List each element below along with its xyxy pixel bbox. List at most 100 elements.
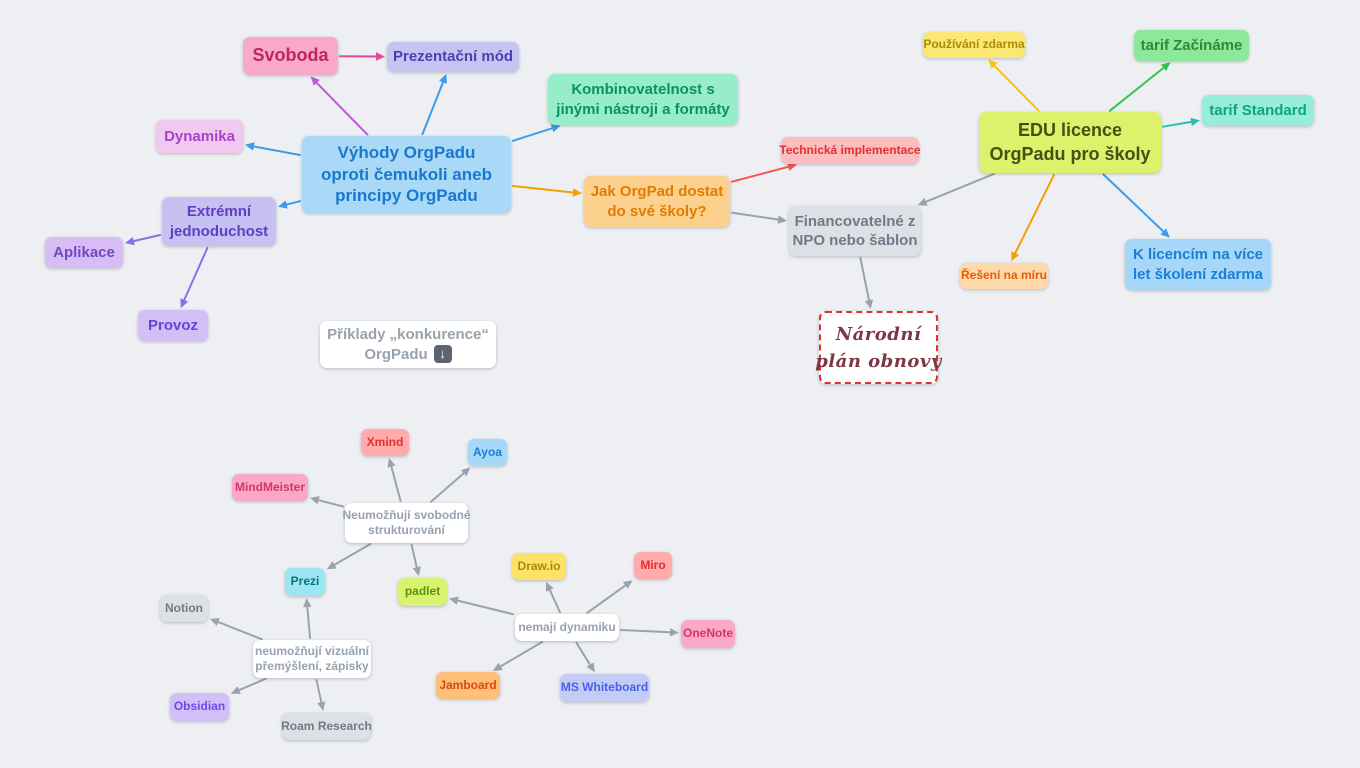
- node-label: plán obnovy: [815, 350, 942, 372]
- node-label: do své školy?: [607, 202, 707, 220]
- edge-neumoznuji-svobodne-mindmeister: [317, 499, 345, 508]
- node-roam-research[interactable]: Roam Research: [281, 713, 372, 740]
- edge-edu-licence-k-licencim: [1102, 173, 1165, 233]
- node-jamboard[interactable]: Jamboard: [436, 672, 500, 699]
- arrowhead-neumoznuji-svobodne-prezi: [326, 561, 337, 570]
- node-svoboda[interactable]: Svoboda: [243, 37, 338, 75]
- edge-nemaji-dynamiku-ms-whiteboard: [575, 641, 591, 666]
- arrowhead-edu-licence-pouzivani-zdarma: [988, 59, 998, 69]
- node-tarif-standard[interactable]: tarif Standard: [1202, 95, 1314, 126]
- node-label: Obsidian: [173, 699, 226, 714]
- arrowhead-neumoznuji-svobodne-padlet: [412, 566, 421, 577]
- node-label: MS Whiteboard: [560, 680, 649, 695]
- arrowhead-neumoznuji-vizualni-prezi: [303, 598, 312, 608]
- edge-financovatelne-narodni-plan: [859, 257, 870, 302]
- edge-neumoznuji-svobodne-xmind: [390, 465, 402, 503]
- edge-neumoznuji-vizualni-obsidian: [238, 677, 267, 692]
- arrowhead-edu-licence-financovatelne: [917, 197, 928, 206]
- node-label: Extrémní: [186, 203, 252, 221]
- node-ms-whiteboard[interactable]: MS Whiteboard: [560, 674, 649, 702]
- node-notion[interactable]: Notion: [160, 595, 208, 622]
- node-miro[interactable]: Miro: [634, 552, 672, 579]
- node-nemaji-dynamiku[interactable]: nemají dynamiku: [515, 614, 619, 641]
- edge-edu-licence-financovatelne: [924, 172, 996, 203]
- node-label: Jamboard: [439, 677, 497, 692]
- node-tarif-zaciname[interactable]: tarif Začínáme: [1134, 30, 1249, 61]
- arrowhead-vyhody-svoboda: [310, 76, 320, 86]
- download-icon: ↓: [433, 345, 452, 364]
- node-label: Draw.io: [517, 558, 561, 573]
- arrowhead-edu-licence-k-licencim: [1160, 228, 1170, 238]
- node-technicka-implementace[interactable]: Technická implementace: [779, 137, 921, 164]
- node-label: Jak OrgPad dostat: [590, 183, 724, 201]
- node-label: Provoz: [147, 316, 198, 334]
- node-onenote[interactable]: OneNote: [681, 620, 735, 648]
- node-ayoa[interactable]: Ayoa: [468, 439, 507, 466]
- node-label: MindMeister: [234, 479, 305, 494]
- edge-neumoznuji-vizualni-prezi: [306, 606, 312, 639]
- node-obsidian[interactable]: Obsidian: [170, 693, 229, 721]
- node-drawio[interactable]: Draw.io: [512, 553, 566, 580]
- arrowhead-nemaji-dynamiku-jamboard: [492, 662, 503, 671]
- edge-edu-licence-reseni-na-miru: [1014, 173, 1055, 255]
- edge-vyhody-prezentacni-mod: [421, 81, 444, 136]
- node-label: principy OrgPadu: [335, 186, 478, 206]
- node-label: Miro: [640, 557, 666, 572]
- node-label: Technická implementace: [779, 142, 921, 157]
- edge-neumoznuji-vizualni-roam-research: [315, 679, 323, 704]
- arrowhead-neumoznuji-vizualni-roam-research: [317, 701, 326, 711]
- node-priklady-konkurence[interactable]: Příklady „konkurence“OrgPadu↓: [320, 321, 496, 368]
- edge-neumoznuji-vizualni-notion: [217, 621, 263, 641]
- node-label: NPO nebo šablon: [792, 232, 918, 249]
- node-label: let školení zdarma: [1132, 265, 1264, 283]
- node-aplikace[interactable]: Aplikace: [45, 237, 123, 268]
- node-label: Kombinovatelnost s: [571, 81, 715, 99]
- edge-extremni-jednoduchost-aplikace: [132, 234, 162, 243]
- edge-neumoznuji-svobodne-ayoa: [430, 472, 465, 503]
- node-label: Dynamika: [164, 127, 235, 145]
- node-xmind[interactable]: Xmind: [361, 429, 409, 456]
- node-dynamika[interactable]: Dynamika: [156, 120, 243, 153]
- node-label: tarif Standard: [1209, 101, 1307, 119]
- node-padlet[interactable]: padlet: [398, 578, 447, 606]
- edge-nemaji-dynamiku-padlet: [456, 599, 515, 616]
- arrowhead-vyhody-kombinovatelnost: [550, 124, 561, 133]
- node-label: Prezi: [290, 574, 320, 589]
- node-reseni-na-miru[interactable]: Řešení na míru: [960, 263, 1048, 289]
- edge-nemaji-dynamiku-jamboard: [499, 641, 544, 668]
- arrowhead-neumoznuji-vizualni-obsidian: [230, 686, 241, 694]
- node-prezi[interactable]: Prezi: [285, 568, 325, 596]
- arrowhead-jak-orgpad-financovatelne: [777, 215, 787, 224]
- node-label: Roam Research: [281, 718, 372, 733]
- arrowhead-edu-licence-tarif-zaciname: [1160, 62, 1171, 72]
- node-financovatelne[interactable]: Financovatelné z NPO nebo šablon: [789, 206, 921, 256]
- node-label: Financovatelné z: [794, 212, 916, 230]
- node-label: EDU licence: [1017, 120, 1123, 141]
- node-label: jednoduchost: [169, 222, 269, 240]
- arrowhead-nemaji-dynamiku-miro: [622, 580, 633, 589]
- node-mindmeister[interactable]: MindMeister: [232, 474, 308, 501]
- node-label: Prezentační mód: [392, 48, 514, 66]
- edge-nemaji-dynamiku-onenote: [620, 629, 671, 634]
- edge-neumoznuji-svobodne-prezi: [333, 543, 372, 566]
- node-prezentacni-mod[interactable]: Prezentační mód: [387, 42, 519, 72]
- arrowhead-neumoznuji-svobodne-xmind: [387, 457, 396, 468]
- edge-edu-licence-pouzivani-zdarma: [993, 64, 1040, 112]
- node-pouzivani-zdarma[interactable]: Používání zdarma: [923, 32, 1025, 58]
- node-label: Výhody OrgPadu: [337, 142, 476, 162]
- node-label: Řešení na míru: [960, 268, 1048, 283]
- node-label: OrgPadu pro školy: [989, 143, 1151, 164]
- edge-neumoznuji-svobodne-padlet: [410, 543, 418, 569]
- node-label: K licencím na více: [1132, 246, 1264, 264]
- node-provoz[interactable]: Provoz: [138, 310, 208, 341]
